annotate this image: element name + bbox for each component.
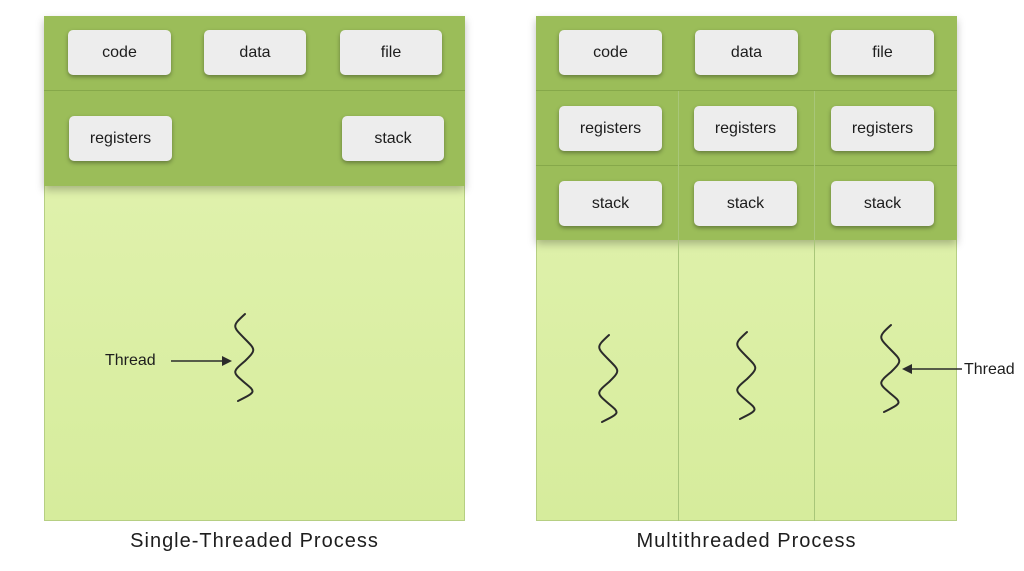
multi-file-box: file (831, 30, 934, 75)
single-band-divider (44, 90, 465, 91)
single-registers-box: registers (69, 116, 172, 161)
multi-thread-label: Thread (964, 361, 1015, 378)
multi-band-divider-1 (536, 90, 957, 91)
multi-caption: Multithreaded Process (636, 530, 857, 552)
single-stack-box: stack (342, 116, 444, 161)
single-code-box: code (68, 30, 171, 75)
multi-registers-box-2: registers (694, 106, 797, 151)
single-thread-label: Thread (105, 352, 156, 369)
single-file-box: file (340, 30, 442, 75)
multi-stack-box-2: stack (694, 181, 797, 226)
multi-thread-column-divider-2 (814, 91, 815, 521)
multi-thread-squiggle-3 (880, 324, 901, 413)
multi-stack-box-3: stack (831, 181, 934, 226)
multi-thread-squiggle-2 (736, 331, 757, 420)
multi-code-box: code (559, 30, 662, 75)
single-caption: Single-Threaded Process (130, 530, 379, 552)
single-data-box: data (204, 30, 306, 75)
multi-data-box: data (695, 30, 798, 75)
multi-thread-squiggle-1 (598, 334, 619, 423)
single-thread-squiggle (234, 313, 255, 402)
single-thread-arrow (171, 356, 232, 366)
multi-thread-column-divider-1 (678, 91, 679, 521)
multi-registers-box-3: registers (831, 106, 934, 151)
multi-band-divider-2 (536, 165, 957, 166)
multi-registers-box-1: registers (559, 106, 662, 151)
multi-thread-arrow (902, 364, 962, 374)
multi-stack-box-1: stack (559, 181, 662, 226)
